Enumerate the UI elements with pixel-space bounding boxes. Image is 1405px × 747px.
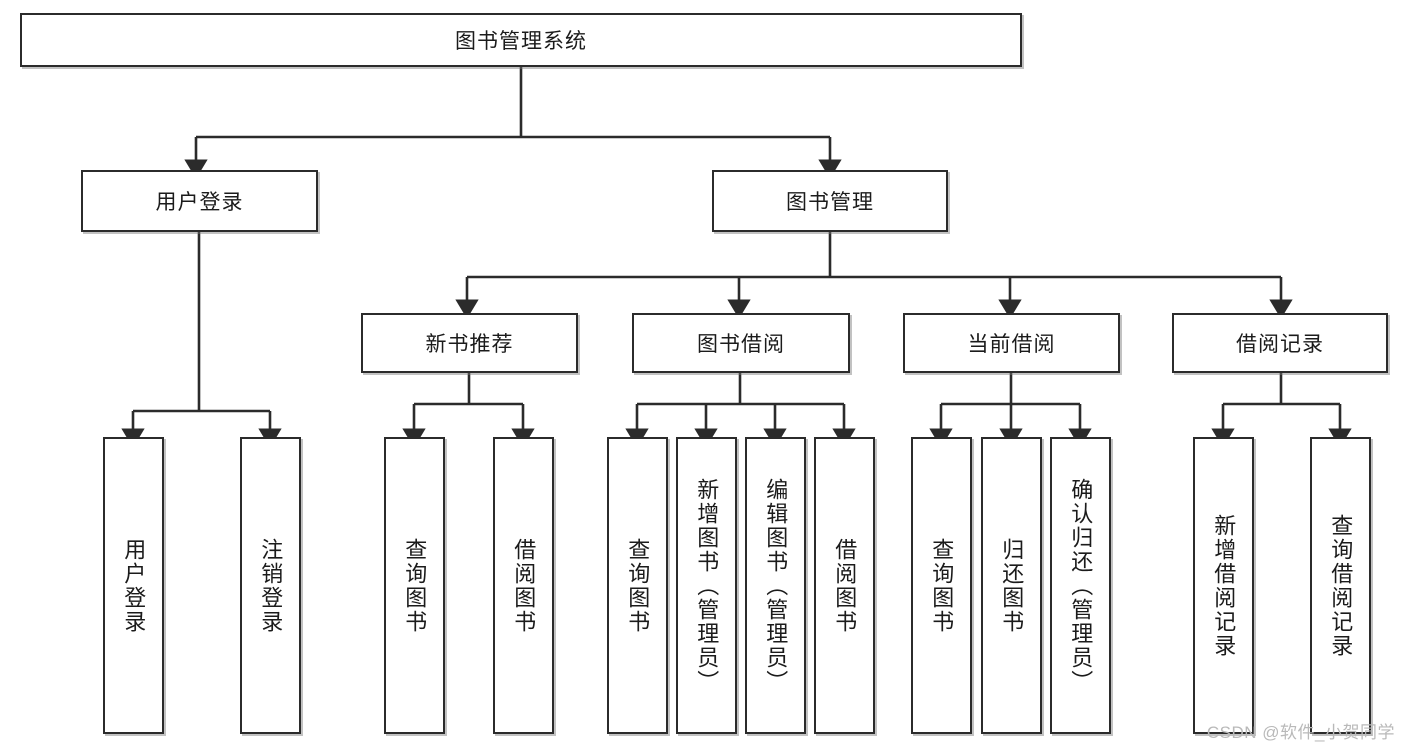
node-label: 查询图书 [625, 537, 651, 634]
node-label: 查询借阅记录 [1328, 513, 1354, 658]
watermark: CSDN @软件_小贺同学 [1206, 723, 1395, 742]
leaf-borrow-books[interactable]: 借阅图书 [814, 437, 875, 734]
node-label: 用户登录 [121, 537, 147, 634]
node-label: 图书管理 [786, 191, 874, 214]
node-label: 归还图书 [999, 537, 1025, 634]
node-label: 当前借阅 [967, 333, 1056, 356]
node-current-borrow[interactable]: 当前借阅 [903, 313, 1120, 373]
leaf-query-books-current[interactable]: 查询图书 [911, 437, 972, 734]
node-label: 新增借阅记录 [1211, 513, 1237, 658]
leaf-add-borrow-record[interactable]: 新增借阅记录 [1193, 437, 1254, 734]
node-label: 借阅记录 [1236, 333, 1324, 356]
node-borrow-record[interactable]: 借阅记录 [1172, 313, 1388, 373]
node-label: 新增图书（管理员） [694, 477, 720, 694]
node-book-borrow[interactable]: 图书借阅 [632, 313, 850, 373]
node-user-login[interactable]: 用户登录 [81, 170, 318, 232]
leaf-confirm-return-admin[interactable]: 确认归还（管理员） [1050, 437, 1111, 734]
node-label: 注销登录 [258, 537, 284, 634]
node-label: 借阅图书 [832, 537, 858, 634]
node-book-management-system[interactable]: 图书管理系统 [20, 13, 1022, 67]
leaf-query-books-recommend[interactable]: 查询图书 [384, 437, 445, 734]
leaf-return-books[interactable]: 归还图书 [981, 437, 1042, 734]
node-label: 编辑图书（管理员） [763, 477, 789, 694]
node-label: 查询图书 [402, 537, 428, 634]
leaf-logout[interactable]: 注销登录 [240, 437, 301, 734]
node-book-management[interactable]: 图书管理 [712, 170, 948, 232]
leaf-query-books-borrow[interactable]: 查询图书 [607, 437, 668, 734]
node-new-book-recommend[interactable]: 新书推荐 [361, 313, 578, 373]
node-label: 图书管理系统 [455, 30, 587, 53]
node-label: 用户登录 [155, 191, 244, 214]
node-label: 新书推荐 [425, 333, 514, 356]
node-label: 图书借阅 [697, 333, 785, 356]
leaf-user-login[interactable]: 用户登录 [103, 437, 164, 734]
leaf-borrow-books-recommend[interactable]: 借阅图书 [493, 437, 554, 734]
node-label: 借阅图书 [511, 537, 537, 634]
node-label: 确认归还（管理员） [1068, 477, 1094, 694]
leaf-edit-book-admin[interactable]: 编辑图书（管理员） [745, 437, 806, 734]
leaf-query-borrow-record[interactable]: 查询借阅记录 [1310, 437, 1371, 734]
node-label: 查询图书 [929, 537, 955, 634]
leaf-add-book-admin[interactable]: 新增图书（管理员） [676, 437, 737, 734]
